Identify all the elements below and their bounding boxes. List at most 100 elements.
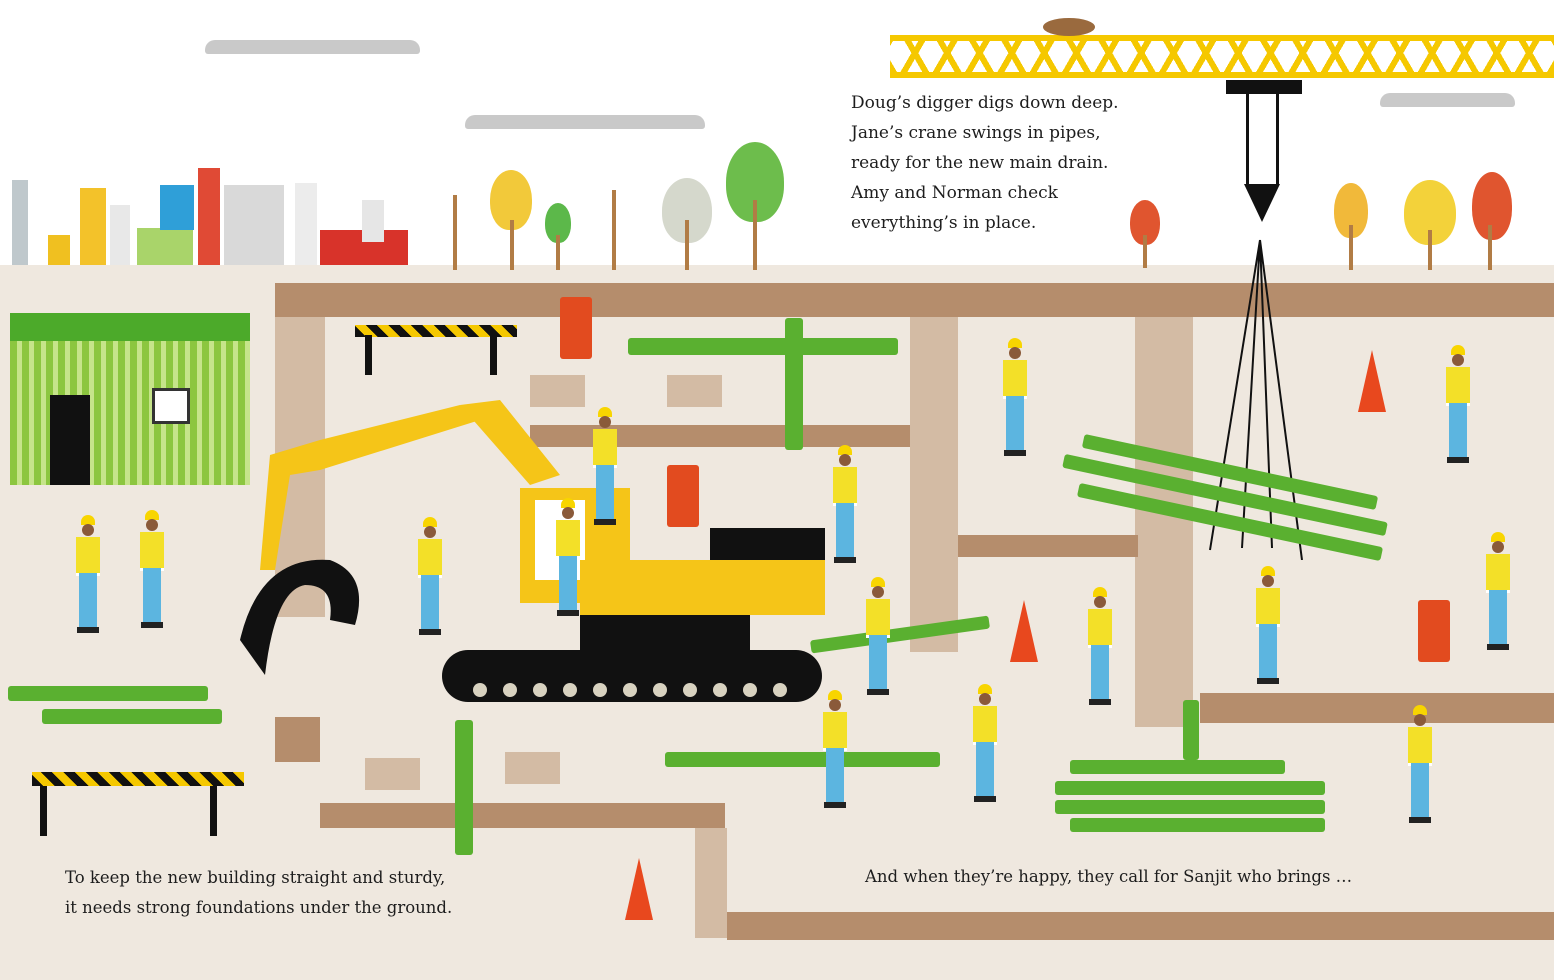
worker-head — [599, 416, 611, 428]
construction-worker — [68, 515, 108, 635]
construction-worker — [995, 338, 1035, 458]
worker-vest — [418, 539, 442, 578]
traffic-cone — [625, 858, 653, 920]
story-line: ready for the new main drain. — [851, 153, 1109, 173]
crane-cables — [1209, 239, 1303, 560]
worker-vest — [1486, 554, 1510, 593]
worker-boots — [77, 627, 99, 633]
worker-hat — [1008, 338, 1022, 348]
worker-vest — [823, 712, 847, 751]
worker-legs — [559, 556, 577, 612]
worker-vest — [556, 520, 580, 559]
worker-hat — [978, 684, 992, 694]
worker-head — [146, 519, 158, 531]
story-text-bottom-left: To keep the new building straight and st… — [65, 863, 452, 923]
story-text-bottom-right: And when they’re happy, they call for Sa… — [865, 862, 1352, 892]
worker-boots — [141, 622, 163, 628]
cloud — [205, 40, 420, 54]
construction-worker — [585, 407, 625, 527]
worker-head — [1452, 354, 1464, 366]
construction-worker — [1080, 587, 1120, 707]
worker-boots — [867, 689, 889, 695]
worker-head — [1414, 714, 1426, 726]
worker-vest — [833, 467, 857, 506]
worker-hat — [1491, 532, 1505, 542]
worker-vest — [1088, 609, 1112, 648]
story-text-top: Doug’s digger digs down deep. Jane’s cra… — [851, 88, 1119, 238]
worker-hat — [1261, 566, 1275, 576]
story-line: Jane’s crane swings in pipes, — [851, 123, 1101, 143]
construction-worker — [548, 498, 588, 618]
worker-vest — [140, 532, 164, 571]
worker-legs — [976, 742, 994, 798]
worker-hat — [871, 577, 885, 587]
worker-hat — [598, 407, 612, 417]
worker-boots — [557, 610, 579, 616]
worker-legs — [1259, 624, 1277, 680]
cloud — [1380, 93, 1515, 107]
crane-hook-block — [1244, 184, 1280, 222]
worker-legs — [1091, 645, 1109, 701]
story-line: Doug’s digger digs down deep. — [851, 93, 1119, 113]
worker-boots — [824, 802, 846, 808]
worker-vest — [1446, 367, 1470, 406]
worker-hat — [1451, 345, 1465, 355]
story-line: it needs strong foundations under the gr… — [65, 898, 453, 917]
worker-head — [1492, 541, 1504, 553]
worker-head — [829, 699, 841, 711]
worker-boots — [1004, 450, 1026, 456]
construction-worker — [1478, 532, 1518, 652]
worker-boots — [1257, 678, 1279, 684]
worker-hat — [828, 690, 842, 700]
cloud — [465, 115, 705, 129]
worker-head — [424, 526, 436, 538]
construction-worker — [815, 690, 855, 810]
construction-worker — [410, 517, 450, 637]
worker-hat — [423, 517, 437, 527]
construction-worker — [1400, 705, 1440, 825]
worker-vest — [1003, 360, 1027, 399]
bird-nest — [1043, 18, 1095, 36]
worker-hat — [145, 510, 159, 520]
construction-worker — [965, 684, 1005, 804]
story-line: everything’s in place. — [851, 213, 1037, 233]
worker-legs — [1006, 396, 1024, 452]
worker-vest — [593, 429, 617, 468]
worker-hat — [81, 515, 95, 525]
worker-vest — [973, 706, 997, 745]
worker-head — [839, 454, 851, 466]
construction-worker — [825, 445, 865, 565]
worker-legs — [1449, 403, 1467, 459]
worker-vest — [1408, 727, 1432, 766]
story-line: And when they’re happy, they call for Sa… — [865, 867, 1353, 886]
worker-boots — [594, 519, 616, 525]
traffic-cone — [1358, 350, 1386, 412]
container-door — [50, 395, 90, 485]
barrel — [560, 297, 592, 359]
worker-legs — [143, 568, 161, 624]
worker-boots — [1089, 699, 1111, 705]
construction-worker — [1438, 345, 1478, 465]
worker-legs — [836, 503, 854, 559]
construction-worker — [132, 510, 172, 630]
worker-boots — [1447, 457, 1469, 463]
worker-legs — [869, 635, 887, 691]
worker-head — [872, 586, 884, 598]
worker-legs — [596, 465, 614, 521]
story-line: To keep the new building straight and st… — [65, 868, 446, 887]
worker-head — [1094, 596, 1106, 608]
worker-legs — [79, 573, 97, 629]
worker-vest — [76, 537, 100, 576]
worker-legs — [421, 575, 439, 631]
worker-hat — [1093, 587, 1107, 597]
worker-vest — [866, 599, 890, 638]
worker-head — [1009, 347, 1021, 359]
construction-worker — [1248, 566, 1288, 686]
worker-hat — [561, 498, 575, 508]
worker-hat — [838, 445, 852, 455]
worker-head — [1262, 575, 1274, 587]
worker-legs — [1411, 763, 1429, 819]
worker-legs — [826, 748, 844, 804]
barrel — [1418, 600, 1450, 662]
worker-head — [82, 524, 94, 536]
